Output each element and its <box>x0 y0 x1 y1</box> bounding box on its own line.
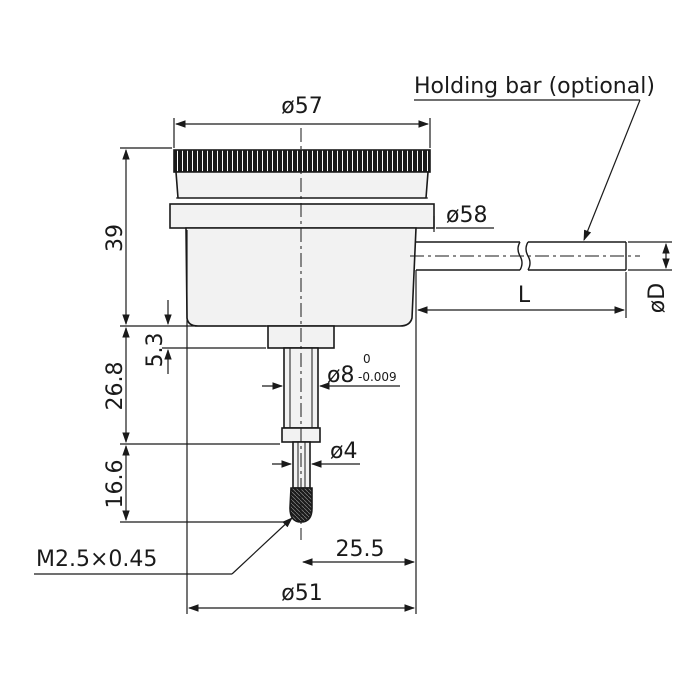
dim-39-label: 39 <box>103 224 128 252</box>
dia-58-label: ø58 <box>446 203 487 228</box>
tol-lower-label: -0.009 <box>358 370 397 384</box>
thread-leader <box>231 517 293 575</box>
dia-8-label: ø8 <box>327 363 354 388</box>
indicator-body <box>169 149 435 523</box>
holding-bar-label: Holding bar (optional) <box>414 74 655 99</box>
dim-25-5-label: 25.5 <box>336 537 385 562</box>
dim-26-8-label: 26.8 <box>103 362 128 411</box>
dim-5-3-label: 5.3 <box>143 333 168 368</box>
dia-4-label: ø4 <box>330 439 357 464</box>
holding-bar <box>410 241 640 271</box>
thread-label: M2.5×0.45 <box>36 547 157 572</box>
bezel-knurl <box>173 149 431 173</box>
holding-bar-leader <box>583 99 641 242</box>
dim-L-label: L <box>518 283 531 308</box>
flange <box>169 203 435 229</box>
dim-16-6-label: 16.6 <box>103 460 128 509</box>
main-case <box>185 227 417 327</box>
bezel-ring <box>175 171 429 199</box>
dia-D-label: øD <box>645 283 670 313</box>
dia-51-label: ø51 <box>281 581 322 606</box>
dia-57-label: ø57 <box>281 94 322 119</box>
tol-upper-label: 0 <box>363 352 371 366</box>
